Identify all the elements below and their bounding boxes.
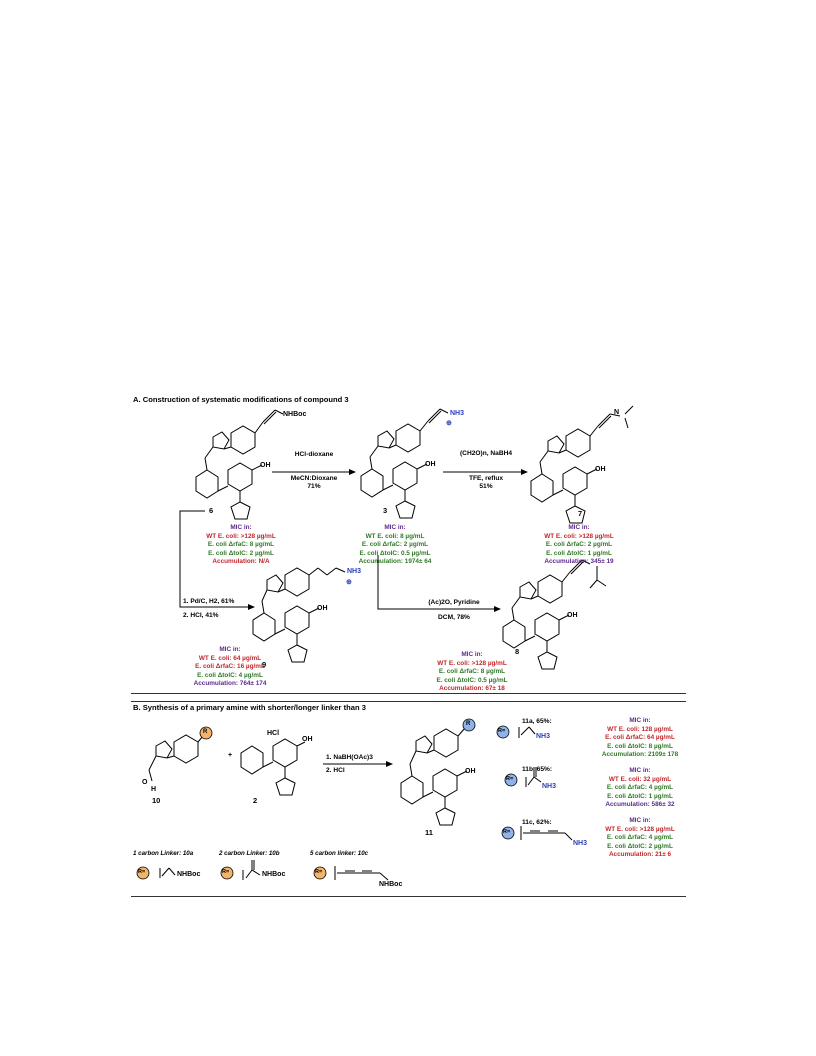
conditions-3-to-8-below: DCM, 78% [438, 614, 470, 621]
r-badge-10c [313, 866, 327, 880]
conditions-to-11-below: 2. HCl [326, 767, 345, 774]
linker-sketches [159, 860, 389, 881]
atom-label: OH [465, 768, 476, 775]
atom-label: OH [302, 736, 313, 743]
atom-label: NHBoc [283, 411, 307, 418]
atom-label: H [151, 786, 157, 793]
atom-label: N [614, 409, 620, 416]
structure-6 [195, 409, 284, 520]
mic-block-8: MIC in: WT E. coli: >128 µg/mL E. coli Δ… [436, 651, 508, 693]
product-11a-label: 11a, 65%: [522, 718, 552, 725]
structure-10 [148, 734, 204, 782]
mic-block-9: MIC in: WT E. coli: 64 µg/mL E. coli Δrf… [193, 646, 267, 688]
conditions-to-11: 1. NaBH(OAc)3 [326, 754, 373, 761]
r-badge-11b [504, 773, 518, 787]
mic-block-11a: MIC in: WT E. coli: 128 µg/mL E. coli Δr… [601, 717, 679, 759]
divider-top [131, 693, 686, 694]
atom-label: ⊕ [446, 420, 452, 427]
compound-number-11: 11 [425, 828, 433, 837]
linker-label-10b: 2 carbon Linker: 10b [219, 850, 280, 857]
r-label: R [203, 729, 208, 735]
conditions-6-to-9-below: 2. HCl, 41% [183, 612, 219, 619]
mic-block-7: MIC in: WT E. coli: >128 µg/mL E. coli Δ… [544, 524, 614, 566]
product-11b-label: 11b, 65%: [522, 766, 553, 773]
r-badge-10a [136, 866, 150, 880]
conditions-6-to-3-below: MeCN:Dioxane 71% [290, 475, 338, 490]
compound-number-6: 6 [209, 506, 214, 515]
atom-label: O [142, 779, 148, 786]
r-eq-label: R= [138, 869, 146, 875]
atom-label: NHBoc [262, 871, 286, 878]
linker-label-10c: 5 carbon linker: 10c [310, 850, 369, 857]
atom-label: HCl [267, 730, 280, 737]
structure-9 [252, 567, 346, 663]
atom-label: ⊕ [346, 579, 352, 586]
product-11c-label: 11c, 62%: [522, 819, 552, 826]
compound-number-9: 9 [262, 660, 267, 669]
conditions-6-to-9: 1. Pd/C, H2, 61% [183, 598, 235, 605]
atom-label: NH3 [573, 840, 588, 847]
compound-number-7: 7 [578, 509, 583, 518]
conditions-3-to-8: (Ac)2O, Pyridine [428, 599, 480, 606]
arrow-3-to-8 [377, 555, 501, 612]
atom-label: NHBoc [177, 871, 201, 878]
compound-number-8: 8 [515, 647, 520, 656]
r-group-badge [199, 726, 213, 740]
r-label: R [466, 721, 471, 727]
divider-bottom [131, 896, 686, 897]
r-badge-11c [501, 826, 515, 840]
atom-label: NHBoc [379, 881, 403, 888]
section-a-title: A. Construction of systematic modificati… [133, 395, 349, 404]
arrow-6-to-9 [179, 510, 255, 610]
atom-label: OH [425, 461, 436, 468]
atom-label: OH [317, 605, 328, 612]
r-eq-label: R= [503, 829, 511, 835]
mic-block-11b: MIC in: WT E. coli: 32 µg/mL E. coli Δrf… [605, 767, 675, 809]
structure-2 [240, 738, 306, 796]
atom-label: NH3 [347, 568, 362, 575]
r-badge-10b [220, 866, 234, 880]
r-group-badge [462, 718, 476, 732]
atom-label: NH3 [536, 733, 551, 740]
conditions-3-to-7-below: TFE, reflux 51% [468, 475, 504, 490]
linker-label-10a: 1 carbon Linker: 10a [133, 850, 194, 857]
mic-block-3: MIC in: WT E. coli: 8 µg/mL E. coli Δrfa… [358, 524, 432, 566]
atom-label: OH [595, 466, 606, 473]
compound-number-10: 10 [152, 796, 161, 805]
compound-number-2: 2 [253, 796, 258, 805]
atom-label: OH [260, 462, 271, 469]
mic-block-11c: MIC in: WT E. coli: >128 µg/mL E. coli Δ… [605, 817, 675, 859]
conditions-6-to-3: HCl-dioxane [294, 451, 334, 458]
structure-3 [360, 408, 449, 519]
r-eq-label: R= [222, 869, 230, 875]
linker-sketches-11 [518, 726, 573, 841]
section-b-title: B. Synthesis of a primary amine with sho… [133, 703, 366, 712]
structure-7 [530, 405, 634, 524]
conditions-3-to-7: (CH2O)n, NaBH4 [459, 450, 513, 457]
divider-mid [131, 701, 686, 702]
atom-label: OH [567, 612, 578, 619]
compound-number-3: 3 [383, 506, 388, 515]
r-eq-label: R= [506, 776, 514, 782]
r-eq-label: R= [315, 869, 323, 875]
structure-11 [400, 727, 468, 826]
r-badge-11a [496, 725, 510, 739]
atom-label: NH3 [450, 410, 465, 417]
atom-label: NH3 [542, 783, 557, 790]
structure-8 [502, 559, 607, 670]
mic-block-6: MIC in: WT E. coli: >128 µg/mL E. coli Δ… [206, 524, 276, 566]
r-eq-label: R= [498, 728, 506, 734]
plus-sign: + [228, 752, 233, 759]
